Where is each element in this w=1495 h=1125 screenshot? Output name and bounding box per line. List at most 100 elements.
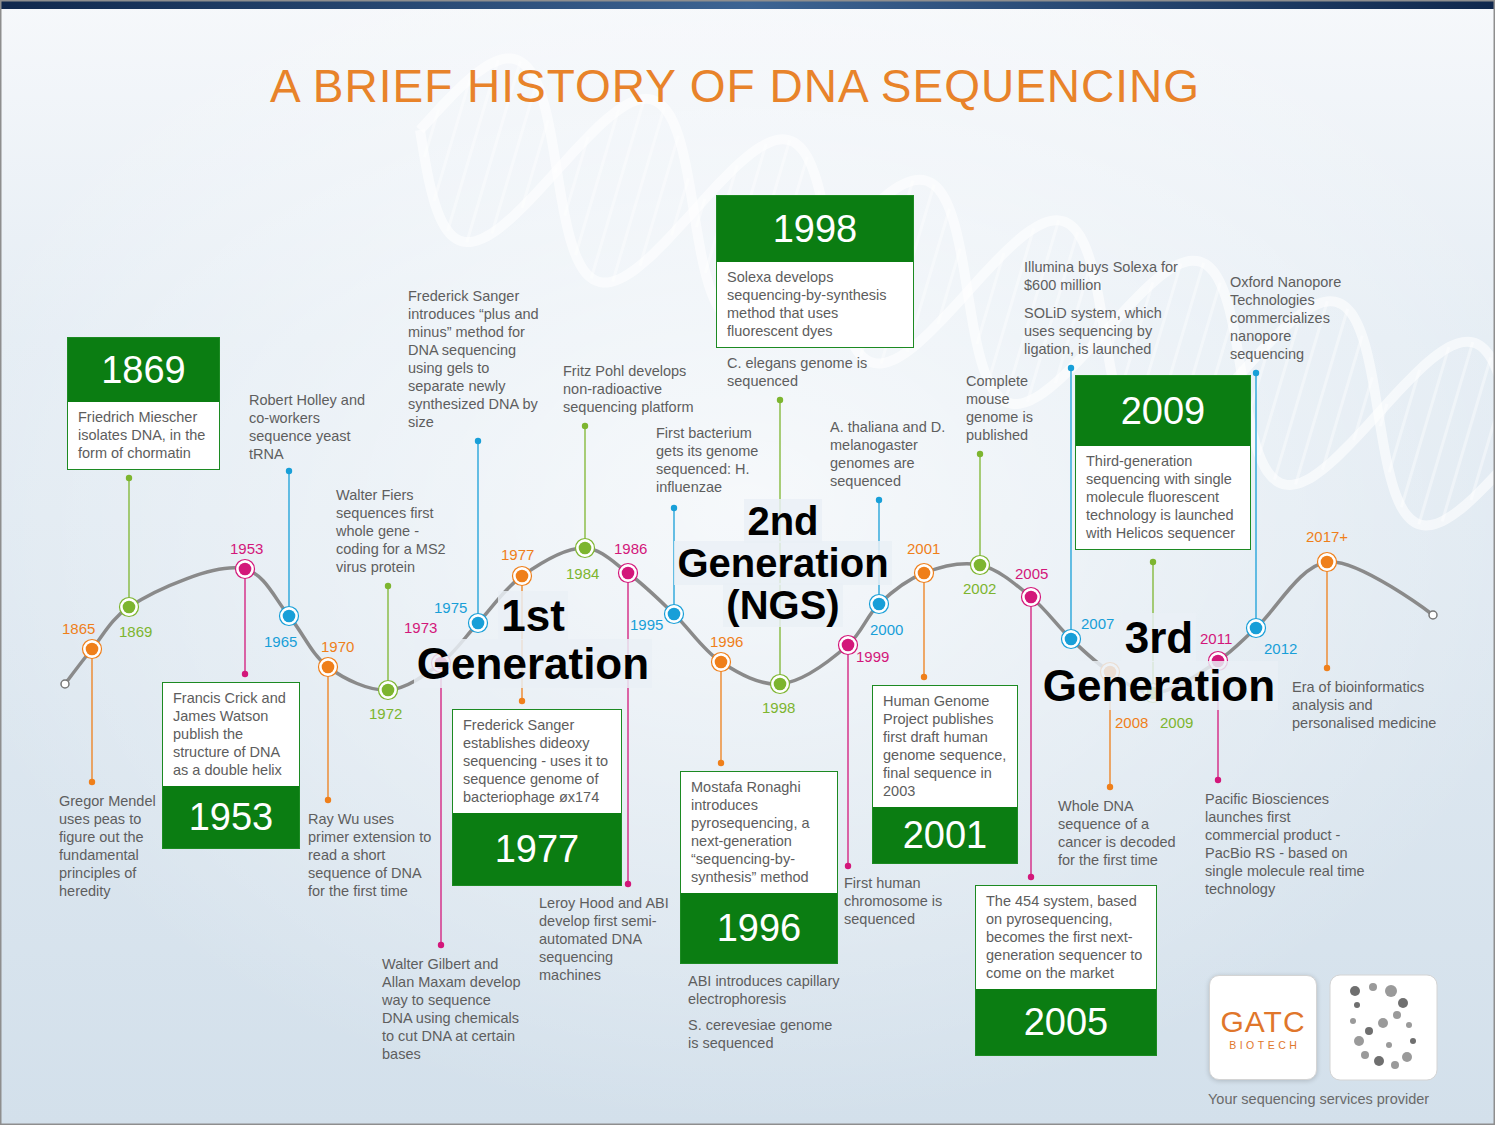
- timeline-dot: [516, 570, 529, 583]
- milestone-box: 1998Solexa develops sequencing-by-synthe…: [716, 195, 914, 348]
- date-tag: 2001: [907, 540, 940, 557]
- milestone-text: Human Genome Project publishes first dra…: [873, 686, 1017, 807]
- date-tag: 1953: [230, 540, 263, 557]
- milestone-text: Friedrich Miescher isolates DNA, in the …: [68, 402, 219, 469]
- leader-end: [385, 583, 391, 589]
- note-holder: 1998: [762, 700, 795, 716]
- note-holder: Fritz Pohl develops non-radioactive sequ…: [563, 362, 703, 416]
- event-note: Oxford Nanopore Technologies commerciali…: [1230, 274, 1341, 362]
- leader-line: [477, 441, 478, 614]
- leader-end: [519, 698, 525, 704]
- note-holder: SOLiD system, which uses sequencing by l…: [1024, 304, 1189, 358]
- milestone-text: Third-generation sequencing with single …: [1076, 446, 1250, 549]
- icon-dot: [1354, 1002, 1360, 1008]
- milestone-heading: 2005: [976, 989, 1156, 1055]
- milestone-box: Francis Crick and James Watson publish t…: [162, 682, 300, 849]
- leader-line: [288, 471, 289, 607]
- phase-heading: 3rd Generation: [1040, 613, 1278, 710]
- milestone-heading: 1998: [717, 196, 913, 262]
- note-holder: 2017+: [1306, 529, 1348, 545]
- date-tag: 1999: [856, 648, 889, 665]
- note-holder: Leroy Hood and ABI develop first semi-au…: [539, 894, 671, 984]
- milestone-box: 2009Third-generation sequencing with sin…: [1075, 375, 1251, 550]
- leader-line: [979, 454, 980, 556]
- event-note: ABI introduces capillary electrophoresis: [688, 973, 840, 1007]
- date-tag: 1998: [762, 699, 795, 716]
- leader-line: [923, 582, 924, 677]
- note-holder: 2001: [907, 541, 940, 557]
- timeline-dot: [918, 567, 931, 580]
- leader-line: [627, 582, 628, 884]
- milestone-text: Frederick Sanger establishes dideoxy seq…: [453, 710, 621, 813]
- event-note: Illumina buys Solexa for $600 million: [1024, 259, 1178, 293]
- note-holder: 2000: [870, 622, 903, 638]
- logo-tile: GATCBIOTECH: [1209, 975, 1317, 1080]
- event-note: Ray Wu uses primer extension to read a s…: [308, 811, 431, 899]
- note-holder: 2011: [1200, 631, 1232, 647]
- note-holder: C. elegans genome is sequenced: [727, 354, 892, 390]
- leader-end: [1028, 874, 1034, 880]
- note-holder: 1869: [119, 624, 152, 640]
- note-holder: First human chromosome is sequenced: [844, 874, 968, 928]
- page-heading: A BRIEF HISTORY OF DNA SEQUENCING: [270, 60, 1200, 112]
- leader-end: [1068, 365, 1074, 371]
- note-holder: Era of bioinformatics analysis and perso…: [1292, 678, 1457, 732]
- timeline-dot: [715, 656, 728, 669]
- note-holder: Whole DNA sequence of a cancer is decode…: [1058, 797, 1194, 869]
- icon-dot: [1391, 1061, 1399, 1069]
- date-tag: 1996: [710, 633, 743, 650]
- heading-holder: A BRIEF HISTORY OF DNA SEQUENCING: [0, 60, 1470, 112]
- milestone-heading: 2001: [873, 807, 1017, 863]
- note-holder: Robert Holley and co-workers sequence ye…: [249, 391, 371, 463]
- timeline-dot: [974, 559, 987, 572]
- note-holder: 1999: [856, 649, 889, 665]
- leader-end: [1253, 370, 1259, 376]
- leader-end: [625, 881, 631, 887]
- timeline-dot: [239, 563, 252, 576]
- timeline-dot-ring: [712, 653, 731, 672]
- event-note: SOLiD system, which uses sequencing by l…: [1024, 305, 1162, 357]
- date-tag: 2008: [1115, 714, 1148, 731]
- leader-end: [438, 942, 444, 948]
- date-tag: 1869: [119, 623, 152, 640]
- milestone-text: Solexa develops sequencing-by-synthesis …: [717, 262, 913, 347]
- event-note: Fritz Pohl develops non-radioactive sequ…: [563, 363, 694, 415]
- note-holder: 2012: [1264, 641, 1297, 657]
- note-holder: 2007: [1081, 616, 1114, 632]
- note-holder: Complete mouse genome is published: [966, 372, 1058, 444]
- timeline-dot: [283, 610, 296, 623]
- phase-heading: 1st Generation: [414, 591, 652, 688]
- note-holder: Ray Wu uses primer extension to read a s…: [308, 810, 434, 900]
- timeline-dot-ring: [1318, 553, 1337, 572]
- icon-dot: [1410, 1038, 1416, 1044]
- note-holder: 1965: [264, 634, 297, 650]
- milestone-box: Mostafa Ronaghi introduces pyrosequencin…: [680, 771, 838, 964]
- icon-dot: [1350, 986, 1360, 996]
- leader-end: [1150, 559, 1156, 565]
- milestone-text: Mostafa Ronaghi introduces pyrosequencin…: [681, 772, 837, 893]
- leader-end: [876, 497, 882, 503]
- timeline-dot: [86, 643, 99, 656]
- timeline-dot-ring: [1247, 619, 1266, 638]
- leader-end: [718, 760, 724, 766]
- date-tag: 1986: [614, 540, 647, 557]
- logo-wordmark: GATC: [1210, 976, 1316, 1038]
- curve-end: [1429, 611, 1437, 619]
- date-tag: 2012: [1264, 640, 1297, 657]
- event-note: Pacific Biosciences launches first comme…: [1205, 791, 1365, 897]
- date-tag: 2007: [1081, 615, 1114, 632]
- icon-tile: [1330, 975, 1437, 1080]
- note-holder: Walter Fiers sequences first whole gene …: [336, 486, 464, 576]
- timeline-dot: [472, 617, 485, 630]
- icon-dot: [1369, 983, 1377, 991]
- note-holder: 1970: [321, 639, 354, 655]
- timeline-dot-ring: [469, 614, 488, 633]
- milestone-heading: 1977: [453, 813, 621, 885]
- timeline-dot-ring: [619, 564, 638, 583]
- note-holder: 1865: [62, 621, 95, 637]
- leader-line: [1030, 606, 1031, 877]
- milestone-heading: 1953: [163, 786, 299, 848]
- phase-heading: 2nd Generation (NGS): [674, 499, 891, 627]
- helix-rung: [1442, 357, 1491, 521]
- leader-end: [89, 779, 95, 785]
